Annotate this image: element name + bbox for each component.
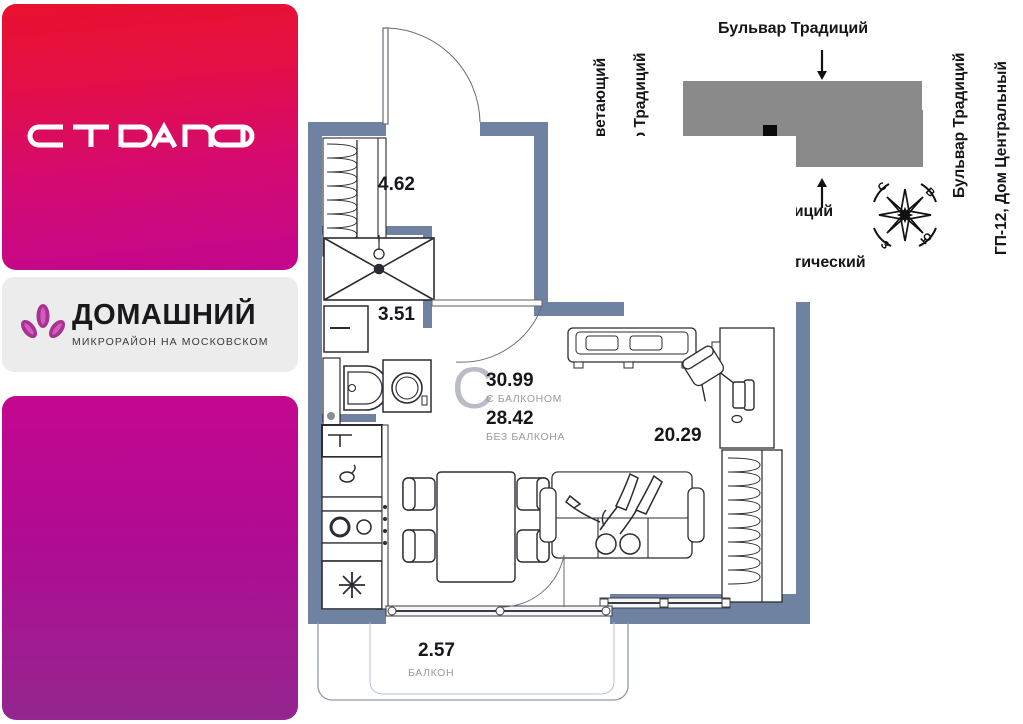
area-without-balcony: 28.42 — [486, 408, 534, 429]
compass-west-label: З — [878, 239, 891, 252]
person-figure — [564, 472, 663, 555]
washing-machine — [382, 359, 432, 413]
area-hallway: 4.62 — [378, 174, 415, 195]
apartment-type-badge: C — [452, 356, 494, 421]
living-wardrobe — [721, 449, 783, 603]
kitchen-units — [321, 424, 389, 610]
area-without-balcony-label: БЕЗ БАЛКОНА — [486, 431, 566, 443]
area-balcony-label: БАЛКОН — [408, 667, 455, 679]
project-title: ДОМАШНИЙ — [72, 299, 257, 331]
shower-tray — [323, 235, 435, 301]
floorplan-svg — [308, 27, 810, 701]
site-label-right-outer: ГП-12, Дом Центральный — [993, 61, 1010, 255]
site-label-right-inner: Бульвар Традиций — [951, 52, 968, 198]
area-with-balcony: 30.99 — [486, 370, 534, 391]
compass-north-label: С — [876, 180, 890, 194]
branding-sidebar: ДОМАШНИЙ МИКРОРАЙОН НА МОСКОВСКОМ — [0, 0, 300, 724]
dining-set — [402, 471, 550, 583]
area-bathroom: 3.51 — [378, 304, 415, 325]
leaf-icon — [20, 303, 66, 338]
toilet-fixture — [343, 365, 389, 411]
bathroom-door — [431, 299, 543, 363]
project-logo-card: ДОМАШНИЙ МИКРОРАЙОН НА МОСКОВСКОМ — [2, 277, 298, 372]
apartment-floorplan: 4.62 3.51 20.29 2.57 БАЛКОН C 30.99 С БА… — [300, 10, 820, 724]
arrow-up-icon — [817, 178, 827, 208]
building-mass-wing-right — [909, 81, 922, 119]
area-with-balcony-label: С БАЛКОНОМ — [486, 393, 562, 405]
project-tagline: МИКРОРАЙОН НА МОСКОВСКОМ — [72, 336, 269, 348]
site-label-top-street: Бульвар Традиций — [718, 20, 869, 37]
developer-logo-card — [2, 4, 298, 270]
area-balcony: 2.57 — [418, 640, 455, 661]
strana-logo — [2, 4, 298, 270]
bathroom-riser — [322, 357, 341, 427]
hallway-wardrobe — [322, 137, 387, 257]
desk-workstation — [682, 327, 775, 449]
bathroom-cabinet — [323, 305, 369, 353]
entrance-door — [382, 27, 481, 125]
area-living: 20.29 — [654, 425, 702, 446]
arrow-down-icon — [817, 50, 827, 80]
balcony-door — [385, 554, 613, 617]
bed — [567, 327, 697, 369]
compass-rose-icon: С В Ю З — [873, 180, 937, 252]
window-living-bottom — [599, 597, 731, 609]
branding-accent-panel — [2, 396, 298, 720]
balcony-outline — [317, 622, 629, 701]
